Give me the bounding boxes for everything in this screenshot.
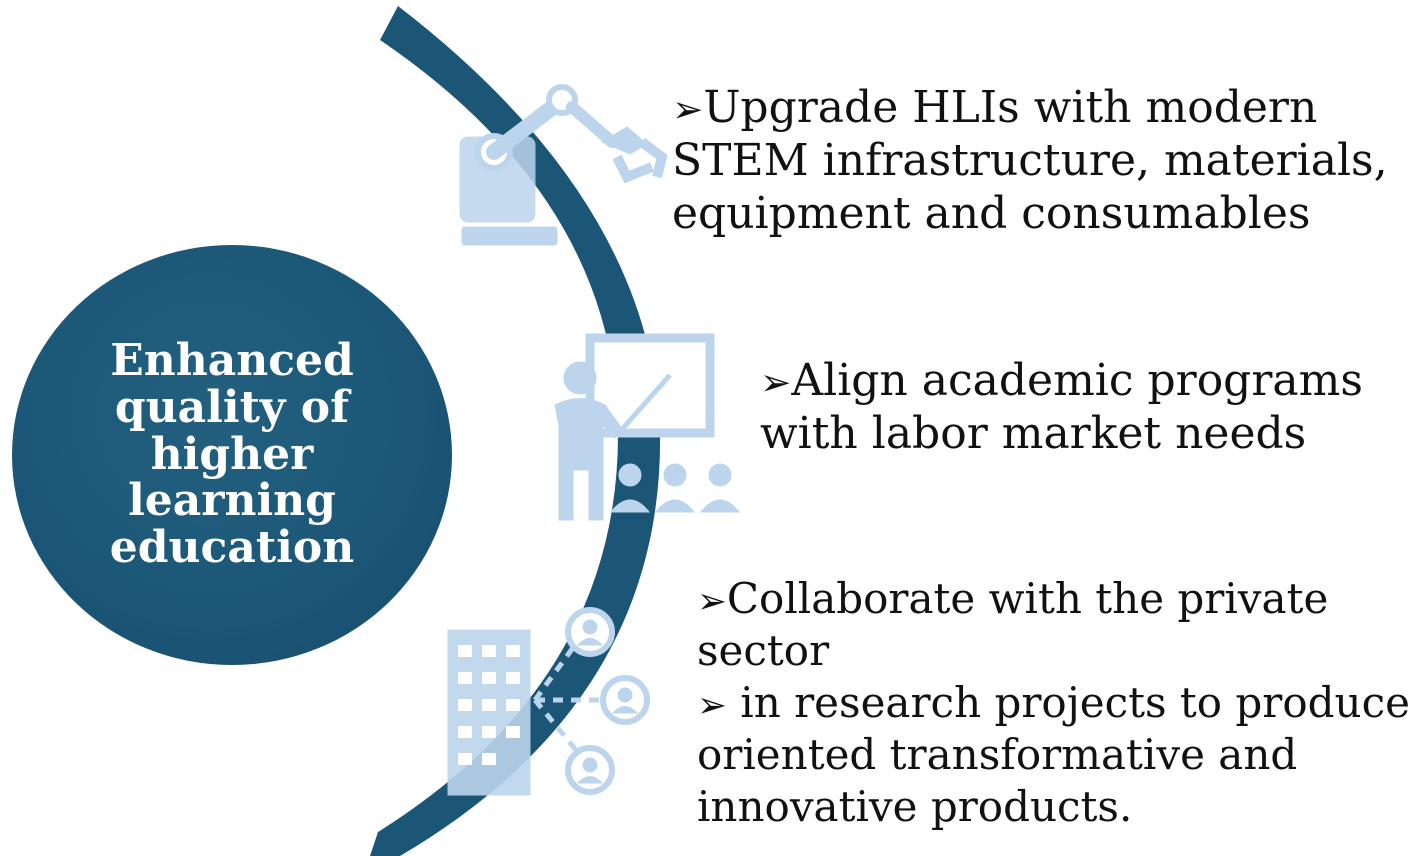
point-2-line-1: ➢Align academic programs [760, 355, 1363, 406]
point-align-programs: ➢Align academic programs with labor mark… [760, 355, 1363, 461]
point-1-line-1: ➢Upgrade HLIs with modern [672, 82, 1318, 133]
point-3-line-4: oriented transformative and [697, 730, 1298, 780]
point-2-line-2: with labor market needs [760, 407, 1307, 459]
point-upgrade-infrastructure: ➢Upgrade HLIs with modern STEM infrastru… [672, 82, 1388, 240]
bullet-arrow-icon: ➢ [672, 87, 704, 131]
teacher-classroom-icon [554, 333, 741, 521]
central-circle: Enhanced quality of higher learning educ… [12, 245, 452, 665]
business-network-icon [447, 607, 650, 796]
bullet-arrow-icon: ➢ [697, 685, 727, 727]
point-3-line-2: sector [697, 626, 830, 676]
point-1-line-3: equipment and consumables [672, 187, 1311, 239]
point-collaborate-private-sector: ➢Collaborate with the private sector ➢ i… [697, 573, 1410, 833]
point-1-line-2: STEM infrastructure, materials, [672, 134, 1388, 186]
bullet-arrow-icon: ➢ [697, 581, 727, 622]
bullet-arrow-icon: ➢ [760, 360, 792, 404]
robotic-arm-icon [459, 84, 668, 246]
point-3-line-5: innovative products. [697, 782, 1133, 832]
point-3-line-1: ➢Collaborate with the private [697, 574, 1329, 623]
point-3-line-3: ➢ in research projects to produce [697, 678, 1410, 728]
central-title: Enhanced quality of higher learning educ… [109, 335, 355, 573]
